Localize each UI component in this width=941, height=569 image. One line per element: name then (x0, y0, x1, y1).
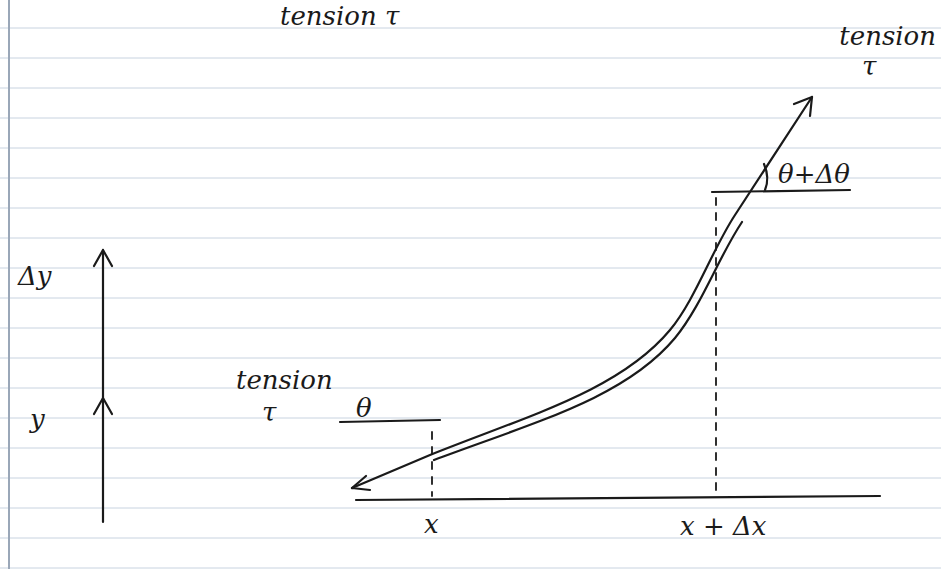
axis-label: x (424, 510, 439, 539)
axis-label: Δy (18, 262, 51, 291)
string-element-outline (434, 222, 742, 460)
dashed-guide (431, 432, 433, 496)
notebook-lines (0, 28, 941, 568)
reference-line (712, 190, 850, 192)
axis-label: y (30, 405, 45, 434)
x-axis (356, 496, 880, 500)
tension-arrowhead (352, 476, 370, 490)
axis-arrowhead (94, 398, 112, 414)
tension-arrowhead (794, 97, 812, 116)
tension-label: tension τ (280, 2, 399, 31)
tension-label: tension (236, 366, 333, 395)
tension-symbol: τ (862, 52, 876, 81)
dashed-guide (715, 198, 717, 494)
y-axis (102, 250, 104, 522)
tension-label: tension (839, 22, 936, 51)
tension-symbol: τ (262, 398, 276, 427)
margin-line (8, 0, 10, 569)
string-element (352, 97, 812, 488)
angle-label: θ+Δθ (778, 160, 850, 189)
axis-label: x + Δx (680, 512, 766, 541)
axis-arrowhead (94, 250, 112, 266)
reference-line (340, 420, 440, 422)
angle-arc (764, 164, 767, 190)
angle-label: θ (356, 394, 372, 423)
